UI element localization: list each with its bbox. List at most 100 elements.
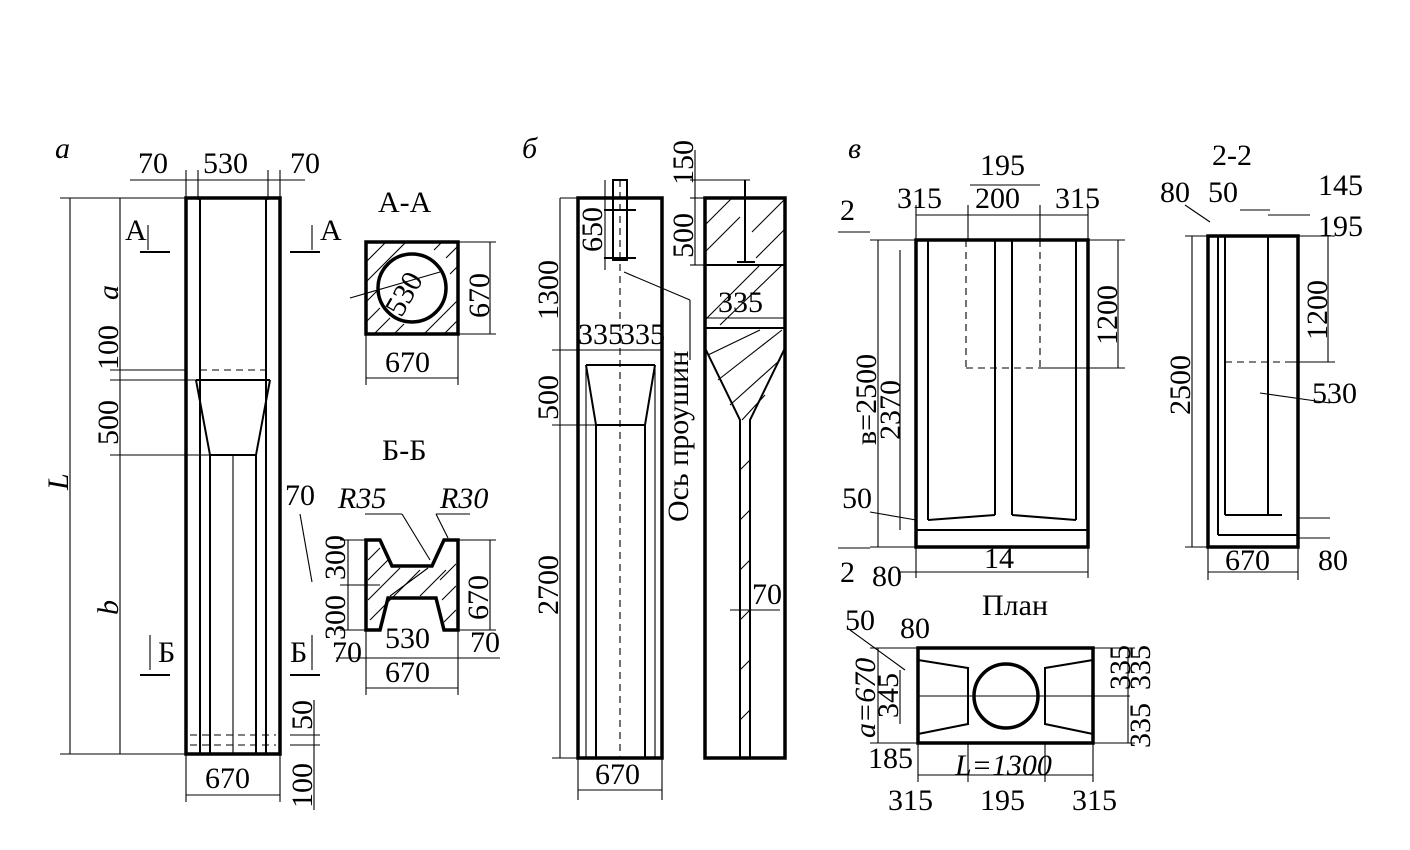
view-b-dim-2700: 2700 <box>532 555 565 615</box>
plan-dim-a670: а=670 <box>849 658 882 738</box>
view-b-side-hatch <box>704 197 786 721</box>
view-v-section-2-bottom: 2 <box>840 556 855 589</box>
view-a-dim-70-right: 70 <box>290 147 320 180</box>
view-a-dim-L: L <box>42 473 75 491</box>
view-v-dim-2370: 2370 <box>874 380 907 440</box>
section-BB-dim-300-b: 300 <box>319 595 352 640</box>
plan-title: План <box>982 589 1048 622</box>
section-AA: А-А 530 670 670 <box>349 186 496 385</box>
view-v-outline <box>914 238 1090 549</box>
view-b-dim-500-top: 500 <box>667 213 700 258</box>
section-22-title: 2-2 <box>1212 139 1252 172</box>
section-BB-dim-70-top: 70 <box>285 479 315 512</box>
view-b-front-dim-lines <box>552 180 691 800</box>
view-b-dim-335-left: 335 <box>578 318 623 351</box>
section-22-dim-1200: 1200 <box>1301 280 1334 340</box>
plan-dim-315-right: 315 <box>1072 784 1117 817</box>
view-a-dim-b: b <box>92 600 125 615</box>
view-v-dim-14: 14 <box>984 542 1014 575</box>
section-AA-diameter-line <box>349 271 441 299</box>
section-AA-dim-670-bottom: 670 <box>385 346 430 379</box>
view-v-inner <box>916 240 1088 531</box>
view-b-dim-150: 150 <box>667 140 700 185</box>
section-AA-dim-lines <box>365 241 496 385</box>
section-22-dim-80-bottom: 80 <box>1318 544 1348 577</box>
section-AA-hatch <box>365 241 459 335</box>
view-b-axis-label: Ось проушин <box>662 351 695 522</box>
view-a-section-A-right: А <box>320 214 342 247</box>
section-BB-dim-670-right: 670 <box>462 575 495 620</box>
section-AA-dim-670-right: 670 <box>463 273 496 318</box>
view-a-section-A-left: А <box>125 214 147 247</box>
view-a-dim-500: 500 <box>92 400 125 445</box>
view-a: а 70 530 70 <box>42 132 342 810</box>
plan-dim-335-c: 335 <box>1104 645 1137 690</box>
view-a-dim-530: 530 <box>203 147 248 180</box>
section-BB-leader-lines <box>299 513 500 695</box>
section-22-dim-195: 195 <box>1318 210 1363 243</box>
view-a-top-dim-lines <box>130 170 305 200</box>
section-AA-square <box>364 240 460 336</box>
section-BB-R35: R35 <box>337 482 386 515</box>
view-b-side-loop <box>737 180 755 263</box>
section-BB-hatch <box>367 547 457 623</box>
plan-dim-345: 345 <box>872 673 905 718</box>
section-AA-dim-530: 530 <box>379 266 430 321</box>
view-b-dim-650: 650 <box>576 207 609 252</box>
section-BB-R30: R30 <box>439 482 488 515</box>
view-b-dim-1300: 1300 <box>532 260 565 320</box>
plan-dim-335-b: 335 <box>1124 703 1157 748</box>
plan-dim-315-left: 315 <box>888 784 933 817</box>
section-BB-dim-670-bottom: 670 <box>385 656 430 689</box>
view-a-dim-100: 100 <box>92 325 125 370</box>
view-b-side-profile <box>704 264 786 758</box>
view-v-dim-315-right: 315 <box>1055 182 1100 215</box>
section-22-dim-530: 530 <box>1312 377 1357 410</box>
section-AA-hole <box>376 252 448 324</box>
view-b-dim-335-right: 335 <box>620 318 665 351</box>
section-22-dim-670: 670 <box>1225 544 1270 577</box>
view-b-front-inner <box>585 364 656 758</box>
view-v: в <box>838 132 1125 593</box>
plan-view: План 50 80 а=670 345 185 335 3 <box>845 589 1157 817</box>
plan-dim-80: 80 <box>900 612 930 645</box>
view-v-hidden <box>965 240 1041 369</box>
view-b-dim-70: 70 <box>752 578 782 611</box>
view-b-dim-335-section: 335 <box>718 286 763 319</box>
view-a-socket <box>195 379 271 754</box>
plan-dim-50: 50 <box>845 604 875 637</box>
section-22-inner <box>1212 235 1298 536</box>
view-v-dim-315-left: 315 <box>897 182 942 215</box>
view-a-section-B-right: Б <box>290 636 307 669</box>
section-22-dim-145: 145 <box>1318 169 1363 202</box>
view-v-section-2-top: 2 <box>840 194 855 227</box>
view-a-bottom-dim-lines <box>185 700 320 810</box>
section-BB-dim-300-a: 300 <box>319 535 352 580</box>
view-b-lifting-loop <box>604 179 636 261</box>
view-v-dim-50: 50 <box>842 482 872 515</box>
plan-dim-lines <box>849 629 1135 782</box>
view-a-section-B-left: Б <box>158 636 175 669</box>
section-BB-title: Б-Б <box>382 434 426 467</box>
plan-dim-185: 185 <box>868 742 913 775</box>
section-22-dim-2500: 2500 <box>1164 355 1197 415</box>
view-a-dim-50: 50 <box>286 700 319 730</box>
section-BB-dim-70-left: 70 <box>332 636 362 669</box>
view-a-section-marks <box>140 225 320 676</box>
view-b-dim-670: 670 <box>595 758 640 791</box>
section-22: 2-2 80 50 1 <box>1160 139 1363 580</box>
section-BB-dim-530: 530 <box>385 622 430 655</box>
section-22-dim-lines <box>1184 204 1335 580</box>
view-a-left-dim-lines <box>60 197 256 755</box>
view-v-dim-lines <box>838 184 1125 578</box>
view-b-side-dim-lines <box>690 150 785 611</box>
view-b-letter: б <box>522 132 538 165</box>
view-b: б <box>522 132 787 800</box>
view-v-letter: в <box>848 132 861 165</box>
section-22-dim-80: 80 <box>1160 176 1190 209</box>
plan-dim-195: 195 <box>980 784 1025 817</box>
view-v-dim-v2500: в=2500 <box>850 354 883 445</box>
plan-dim-335-a: 335 <box>1124 645 1157 690</box>
